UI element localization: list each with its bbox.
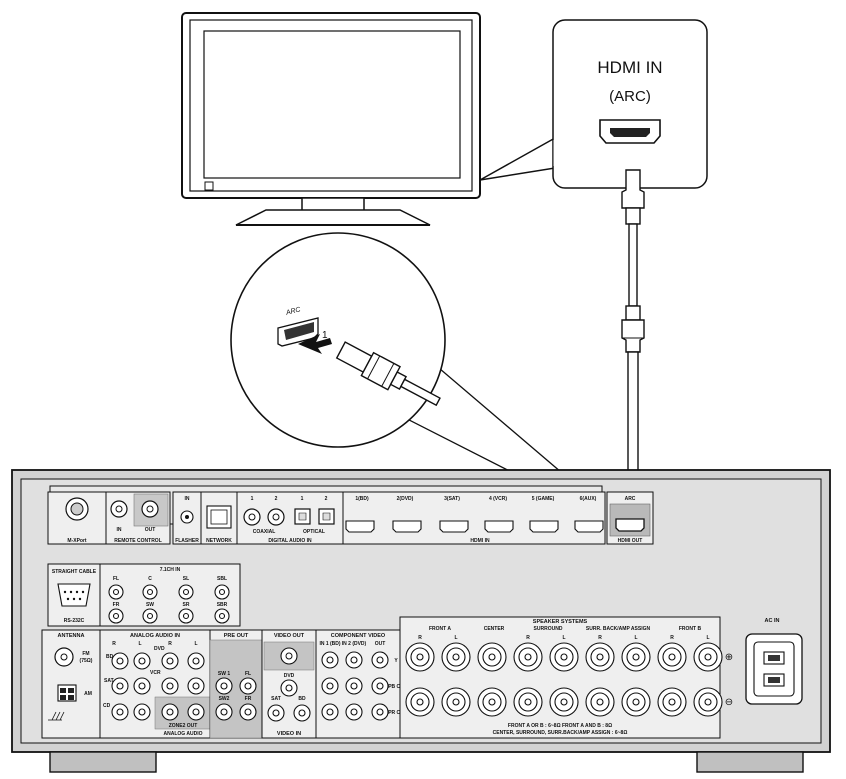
mxport-label: M-XPort [67,538,87,544]
hdmi-arc-callout: HDMI IN (ARC) [479,19,708,189]
ch71-fl: FL [113,576,119,582]
analog-dvd: DVD [154,646,165,652]
hdmi-in-label: HDMI IN [470,538,490,544]
analog-l2: L [194,641,197,647]
svg-text:⊕: ⊕ [725,652,733,663]
spk-r2: R [526,635,530,641]
network-label: NETWORK [206,538,232,544]
comp-in2: IN 2 (DVD) [342,641,367,647]
spk-surr-back: SURR. BACK/AMP ASSIGN [586,626,651,632]
analog-sat2: SAT [104,678,114,684]
hdmi-out-label: HDMI OUT [618,538,643,544]
video-in-sat: SAT [271,696,281,702]
analog-vcr: VCR [150,670,161,676]
hdmi-out-port [615,518,645,532]
fm-label: FM [82,651,89,657]
spk-l2: L [562,635,565,641]
remote-control-label: REMOTE CONTROL [114,538,162,544]
opt-2-label: 2 [325,496,328,502]
ch71-sl: SL [183,576,189,582]
spk-front-b: FRONT B [679,626,702,632]
comp-in1: IN 1 (BD) [319,641,340,647]
hdmi-in-4-label: 4 (VCR) [489,496,507,502]
hdmi-cable [621,169,645,528]
callout-subtitle: (ARC) [609,88,651,105]
hdmi-out-arc-label: ARC [625,496,636,502]
video-in-label: VIDEO IN [277,731,301,737]
pre-fl: FL [245,671,251,677]
hdmi-in-5-label: 5 (GAME) [532,496,555,502]
video-in-dvd: DVD [284,673,295,679]
analog-l1: L [138,641,141,647]
spk-r1: R [418,635,422,641]
speaker-terminals [405,642,723,717]
comp-pr: PR CR [388,710,404,716]
ch71-sw: SW [146,602,154,608]
ch71-in-label: 7.1CH IN [160,567,181,573]
zone2-out-label: ZONE2 OUT [169,723,198,729]
spk-r4: R [670,635,674,641]
rs232c-label: RS-232C [64,618,85,624]
analog-r2: R [168,641,172,647]
pre-fr: FR [245,696,252,702]
ch71-fr: FR [113,602,120,608]
speaker-note-2: CENTER, SURROUND, SURR.BACK/AMP ASSIGN :… [493,730,628,736]
svg-text:⊖: ⊖ [725,697,733,708]
fm-ohm-label: (75Ω) [80,658,93,664]
hdmi-input-ports: 1(BD) 2(DVD) 3(SAT) 4 (VCR) 5 (GAME) 6(A… [345,496,604,533]
ch71-sr: SR [183,602,190,608]
pre-out-label: PRE OUT [224,633,249,639]
video-in-bd: BD [298,696,306,702]
spk-l3: L [634,635,637,641]
comp-y: Y [394,658,398,664]
analog-audio-label: ANALOG AUDIO [164,731,203,737]
digital-audio-in-label: DIGITAL AUDIO IN [268,538,312,544]
zoom-detail-circle: ARC 1 [230,232,446,448]
video-out-label: VIDEO OUT [274,633,305,639]
analog-r1: R [112,641,116,647]
ac-in-label: AC IN [765,618,780,624]
hdmi-in-3-label: 3(SAT) [444,496,460,502]
component-video-label: COMPONENT VIDEO [331,633,386,639]
hdmi-in-1-label: 1(BD) [355,496,369,502]
remote-in-label: IN [117,527,122,533]
coaxial-label: COAXIAL [253,529,276,535]
antenna-label: ANTENNA [58,633,85,639]
ch71-sbr: SBR [217,602,228,608]
ch71-c: C [148,576,152,582]
spk-r3: R [598,635,602,641]
analog-sat: CD [103,703,111,709]
opt-1-label: 1 [301,496,304,502]
speaker-systems-label: SPEAKER SYSTEMS [533,619,588,625]
comp-out: OUT [375,641,386,647]
straight-cable-label: STRAIGHT CABLE [52,569,97,575]
flasher-label: FLASHER [175,538,199,544]
tv-monitor [181,12,481,226]
pre-sw2: SW2 [219,696,230,702]
spk-l4: L [706,635,709,641]
analog-bd: BD [106,654,114,660]
speaker-note-1: FRONT A OR B : 6~8Ω FRONT A AND B : 8Ω [508,723,612,729]
comp-pb: PB CB [388,684,404,690]
coax-2-label: 2 [275,496,278,502]
step-number: 1 [322,330,328,341]
hdmi-in-6-label: 6(AUX) [580,496,597,502]
spk-front-a: FRONT A [429,626,451,632]
flasher-in-label: IN [185,496,190,502]
remote-out-label: OUT [145,527,156,533]
coax-1-label: 1 [251,496,254,502]
callout-title: HDMI IN [597,58,662,77]
pre-sw1: SW 1 [218,671,230,677]
zoom-arc-label: ARC [284,306,302,317]
spk-surround: SURROUND [534,626,563,632]
ch71-sbl: SBL [217,576,227,582]
optical-label: OPTICAL [303,529,325,535]
spk-l1: L [454,635,457,641]
av-receiver-rear-panel: M-XPort IN OUT REMOTE CONTROL IN FLASHER… [11,469,831,773]
spk-center: CENTER [484,626,505,632]
am-label: AM [84,691,92,697]
analog-audio-in-label: ANALOG AUDIO IN [130,633,180,639]
hdmi-in-2-label: 2(DVD) [397,496,414,502]
